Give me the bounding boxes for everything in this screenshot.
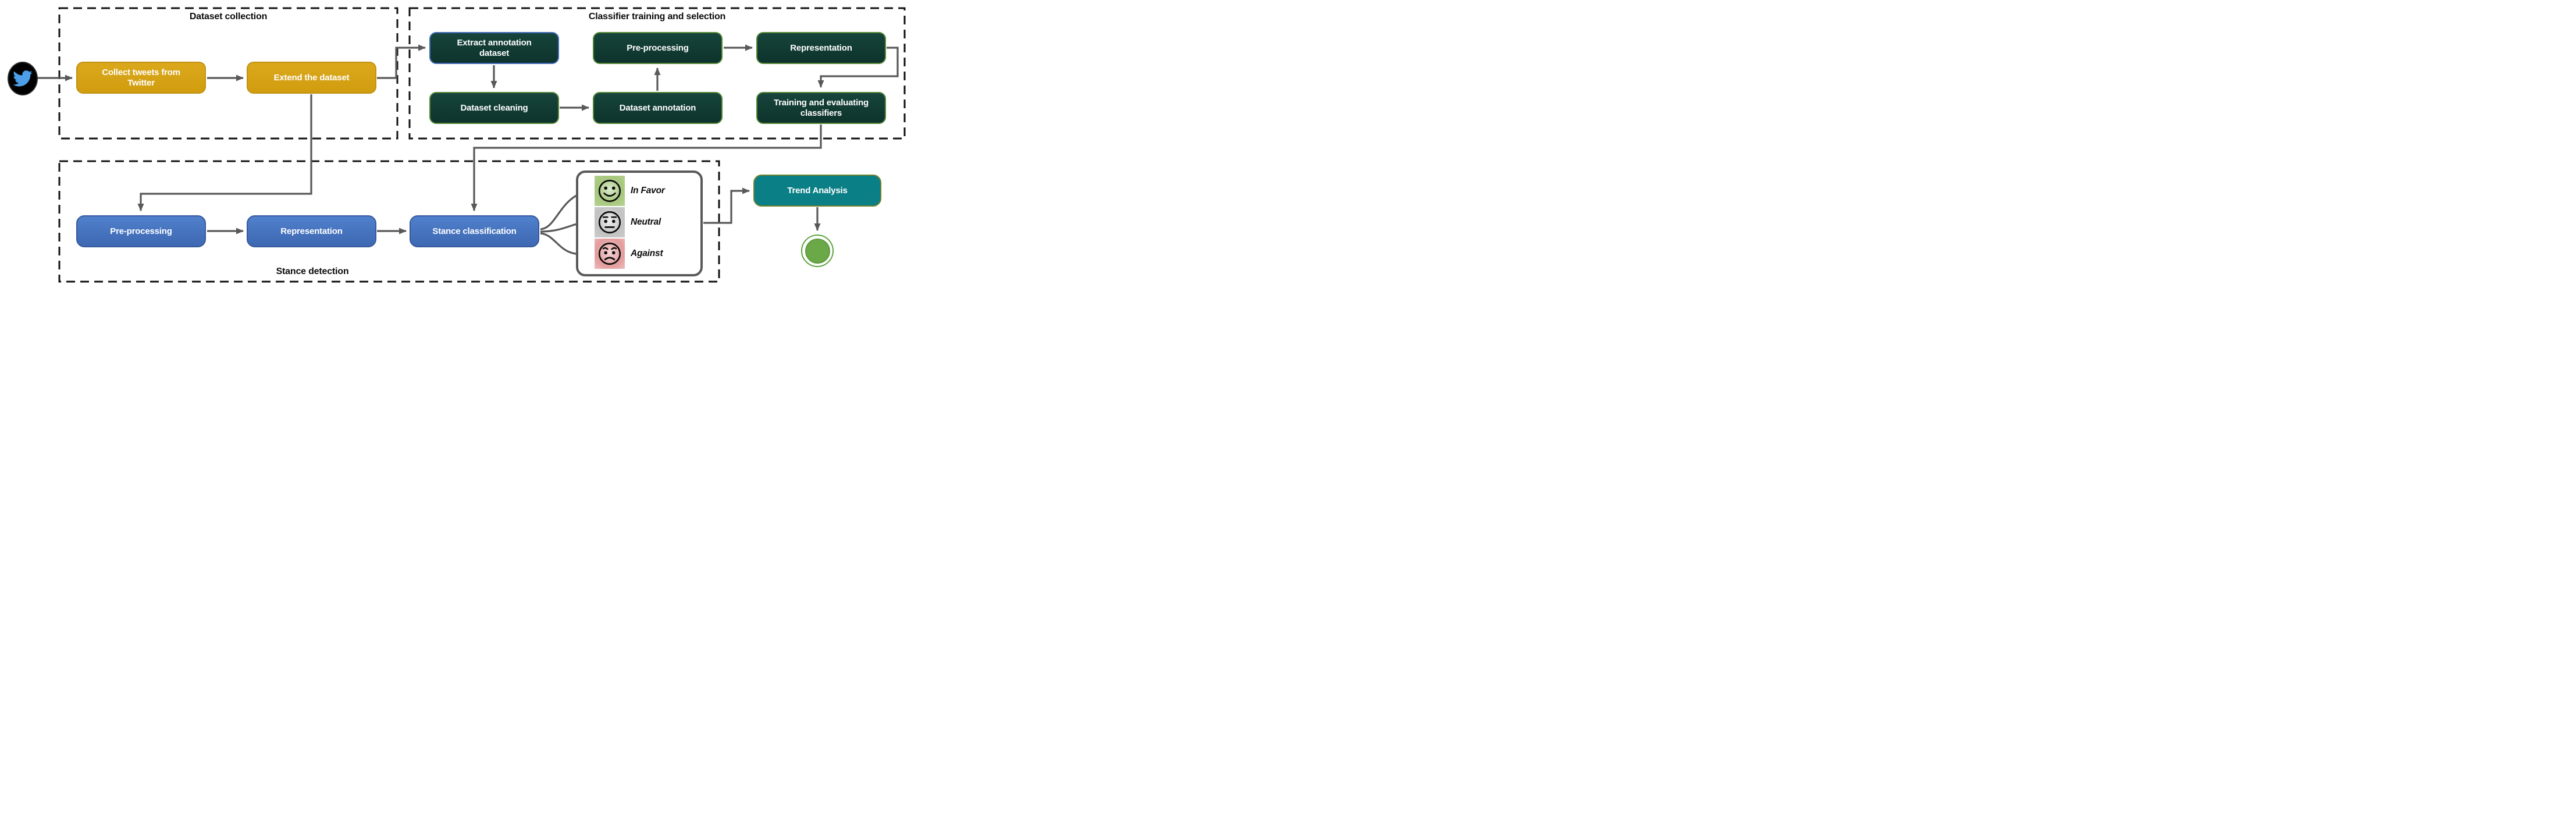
neutral-label: Neutral xyxy=(631,217,661,227)
representation-training-node: Representation xyxy=(756,32,886,64)
stance-detection-border xyxy=(58,160,720,283)
end-node xyxy=(801,235,834,267)
preprocessing-stance-node: Pre-processing xyxy=(76,215,206,247)
dataset-annotation-node: Dataset annotation xyxy=(593,92,723,124)
frowning-face-icon xyxy=(596,240,623,267)
dataset-collection-border xyxy=(58,7,399,140)
trend-analysis-node: Trend Analysis xyxy=(753,175,881,207)
stance-classification-node: Stance classification xyxy=(410,215,539,247)
arrow-extend-to-extract xyxy=(377,44,426,79)
dataset-collection-title: Dataset collection xyxy=(189,12,268,22)
extract-annotation-node: Extract annotation dataset xyxy=(429,32,559,64)
against-tile xyxy=(595,239,625,269)
dashed-group-borders xyxy=(58,7,906,283)
extend-dataset-node: Extend the dataset xyxy=(247,62,376,94)
neutral-face-icon xyxy=(596,209,623,236)
preprocessing-training-node: Pre-processing xyxy=(593,32,723,64)
arrow-outcomes-to-trend xyxy=(703,187,750,224)
against-label: Against xyxy=(631,248,663,258)
arrow-extend-to-stance-preprocessing xyxy=(137,94,312,211)
collect-tweets-node: Collect tweets from Twitter xyxy=(76,62,206,94)
training-evaluating-node: Training and evaluating classifiers xyxy=(756,92,886,124)
in-favor-tile xyxy=(595,176,625,206)
stance-detection-pipeline-diagram: Dataset collection Classifier training a… xyxy=(0,0,912,289)
in-favor-label: In Favor xyxy=(631,186,665,196)
representation-stance-node: Representation xyxy=(247,215,376,247)
stance-detection-title: Stance detection xyxy=(276,267,349,276)
smiling-face-icon xyxy=(596,177,623,204)
classifier-training-border xyxy=(408,7,906,140)
twitter-source-node xyxy=(8,62,38,95)
arrow-training-to-stance-classification xyxy=(471,125,822,211)
arrow-representation-to-training xyxy=(817,47,899,88)
twitter-bird-icon xyxy=(13,70,33,87)
end-node-fill xyxy=(805,238,830,264)
neutral-tile xyxy=(595,207,625,237)
classifier-training-title: Classifier training and selection xyxy=(588,12,726,22)
dataset-cleaning-node: Dataset cleaning xyxy=(429,92,559,124)
